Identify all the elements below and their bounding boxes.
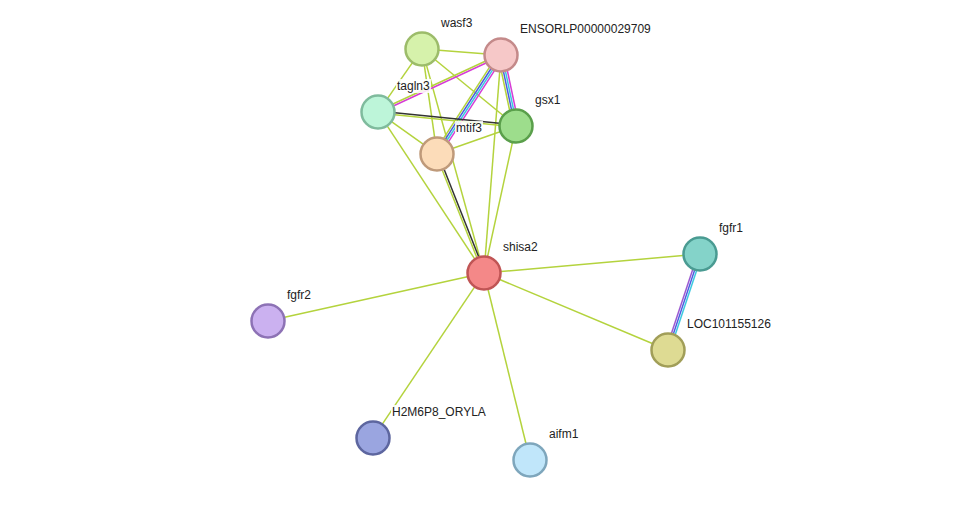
protein-node: gsx1	[498, 108, 534, 144]
evidence-line	[485, 72, 499, 256]
evidence-line	[395, 113, 499, 124]
node-label: H2M6P8_ORYLA	[391, 405, 487, 419]
evidence-line	[439, 50, 484, 53]
protein-node: shisa2	[466, 255, 502, 291]
protein-node: LOC101155126	[650, 332, 686, 368]
interaction-edge	[502, 71, 516, 110]
node-label: aifm1	[548, 427, 579, 441]
protein-node: aifm1	[512, 442, 548, 478]
evidence-line	[500, 280, 653, 344]
interaction-edge	[485, 72, 499, 256]
node-label: gsx1	[534, 93, 561, 107]
interaction-edge	[395, 113, 499, 126]
evidence-line	[449, 71, 495, 141]
interaction-edge	[439, 50, 484, 53]
node-label: mtif3	[455, 121, 483, 135]
protein-node: tagln3	[360, 94, 396, 130]
node-circle	[682, 236, 718, 272]
evidence-line	[445, 69, 491, 139]
node-label: tagln3	[396, 79, 431, 93]
node-circle	[498, 108, 534, 144]
evidence-line	[444, 169, 479, 256]
interaction-edge	[382, 287, 474, 424]
evidence-line	[285, 277, 468, 318]
node-label: LOC101155126	[686, 317, 772, 331]
evidence-line	[502, 72, 510, 110]
evidence-line	[444, 68, 490, 138]
protein-node: fgfr2	[250, 303, 286, 339]
node-circle	[250, 303, 286, 339]
node-circle	[512, 442, 548, 478]
node-label: wasf3	[440, 16, 473, 30]
evidence-line	[501, 255, 683, 271]
interaction-edge	[444, 68, 495, 142]
node-circle	[404, 31, 440, 67]
evidence-line	[382, 287, 474, 424]
node-label: fgfr1	[718, 221, 744, 235]
protein-node: fgfr1	[682, 236, 718, 272]
evidence-line	[488, 290, 526, 444]
interaction-edge	[285, 277, 468, 318]
node-circle	[419, 136, 455, 172]
protein-node: wasf3	[404, 31, 440, 67]
evidence-line	[442, 170, 477, 257]
evidence-line	[395, 115, 499, 126]
interaction-edge	[501, 255, 683, 271]
evidence-line	[393, 61, 485, 104]
protein-node: mtif3	[419, 136, 455, 172]
node-circle	[466, 255, 502, 291]
interaction-edge	[500, 280, 653, 344]
node-label: fgfr2	[286, 288, 312, 302]
interaction-edge	[488, 290, 526, 444]
protein-node: ENSORLP00000029709	[483, 37, 519, 73]
node-label: shisa2	[502, 240, 539, 254]
node-circle	[650, 332, 686, 368]
interaction-edge	[442, 169, 478, 257]
node-label: ENSORLP00000029709	[519, 22, 652, 36]
evidence-line	[394, 63, 486, 106]
node-circle	[483, 37, 519, 73]
protein-node: H2M6P8_ORYLA	[355, 420, 391, 456]
node-circle	[355, 420, 391, 456]
evidence-line	[447, 70, 493, 140]
node-circle	[360, 94, 396, 130]
